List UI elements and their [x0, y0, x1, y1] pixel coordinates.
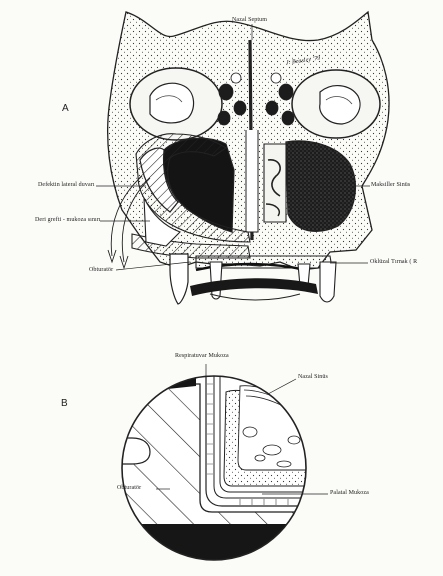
label-lateral-wall-defect: Defektin lateral duvarı	[38, 182, 95, 188]
label-skin-graft: Deri grefti - mukoza sınırı	[35, 217, 101, 223]
panel-label-b: B	[61, 398, 68, 409]
label-nasal-sinus: Nazal Sinüs	[298, 374, 328, 380]
panel-label-a: A	[62, 103, 69, 114]
label-palatal-mucosa: Palatal Mukoza	[330, 490, 369, 496]
label-obturator-a: Obturatör	[89, 267, 113, 273]
label-obturator-b: Obturatör	[117, 485, 141, 491]
label-nasal-septum: Nazal Septum	[232, 17, 267, 23]
label-respiratory-mucosa: Respiratuvar Mukoza	[175, 353, 229, 359]
label-maxillary-sinus: Maksiller Sinüs	[371, 182, 410, 188]
label-occlusal: Oklüzal Tırnak ( R	[370, 259, 417, 265]
skull-cross-section	[108, 12, 389, 304]
